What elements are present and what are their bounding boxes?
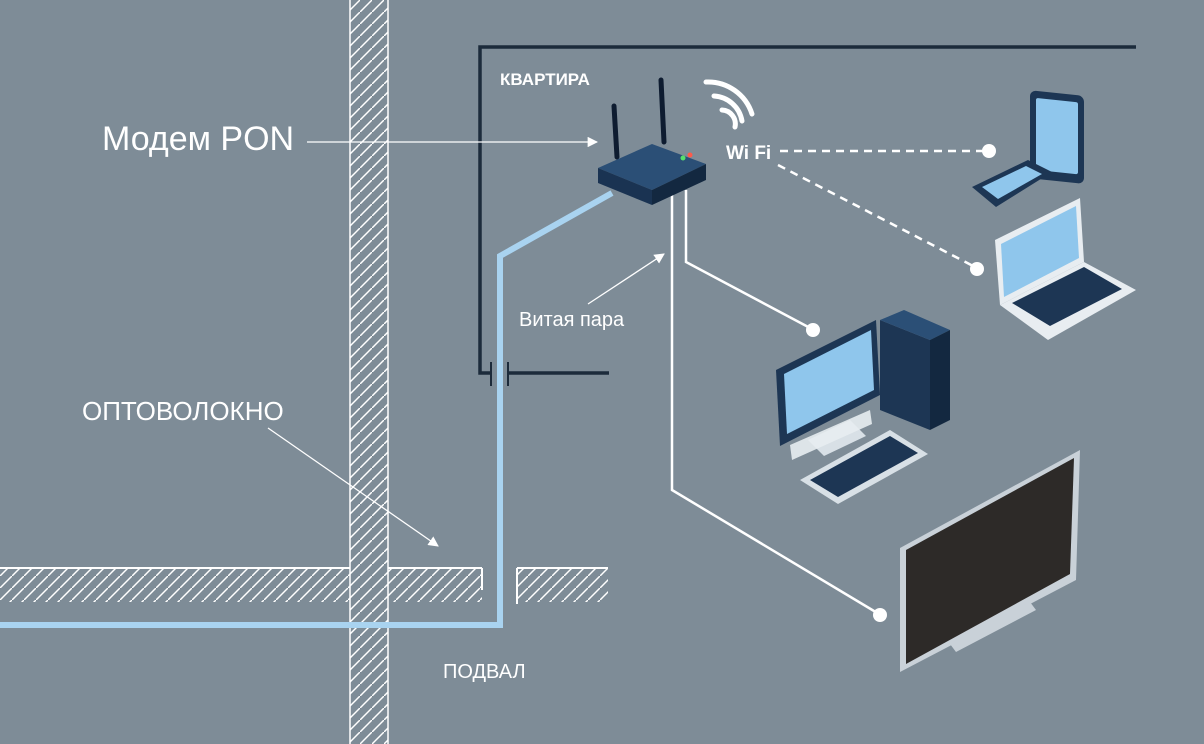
- apartment-label: КВАРТИРА: [500, 70, 590, 89]
- building-wall: [349, 0, 389, 744]
- twisted-pair-pointer-arrow: [587, 253, 665, 305]
- endpoint-dot-tablet: [982, 144, 996, 158]
- wifi-link-laptop: [777, 163, 978, 270]
- laptop-icon: [995, 198, 1136, 340]
- twisted-pair-label: Витая пара: [519, 309, 625, 331]
- modem-label: Модем PON: [102, 120, 295, 158]
- fiber-pointer-arrow: [267, 427, 439, 547]
- wifi-signal-icon: [703, 79, 755, 130]
- ground-line: [0, 567, 608, 604]
- wire-to-tv: [670, 195, 880, 616]
- desktop-computer-icon: [776, 310, 950, 504]
- tablet-icon: [1030, 90, 1084, 184]
- twisted-pair-wires: [670, 190, 880, 616]
- connection-dots: [806, 144, 996, 622]
- router-icon: [598, 77, 706, 205]
- smartphone-icon: [972, 160, 1052, 207]
- basement-label: ПОДВАЛ: [443, 661, 526, 683]
- wifi-label: Wi Fi: [726, 143, 772, 164]
- fiber-cable: [0, 190, 614, 628]
- wifi-links: [777, 149, 988, 270]
- endpoint-dot-tv: [873, 608, 887, 622]
- annotation-arrows: [267, 136, 665, 547]
- endpoint-dot-desktop: [806, 323, 820, 337]
- tv-icon: [900, 450, 1080, 672]
- fiber-label: ОПТОВОЛОКНО: [82, 396, 284, 426]
- apartment-outline: [478, 45, 1136, 386]
- wire-to-desktop: [684, 190, 813, 331]
- endpoint-dot-laptop: [970, 262, 984, 276]
